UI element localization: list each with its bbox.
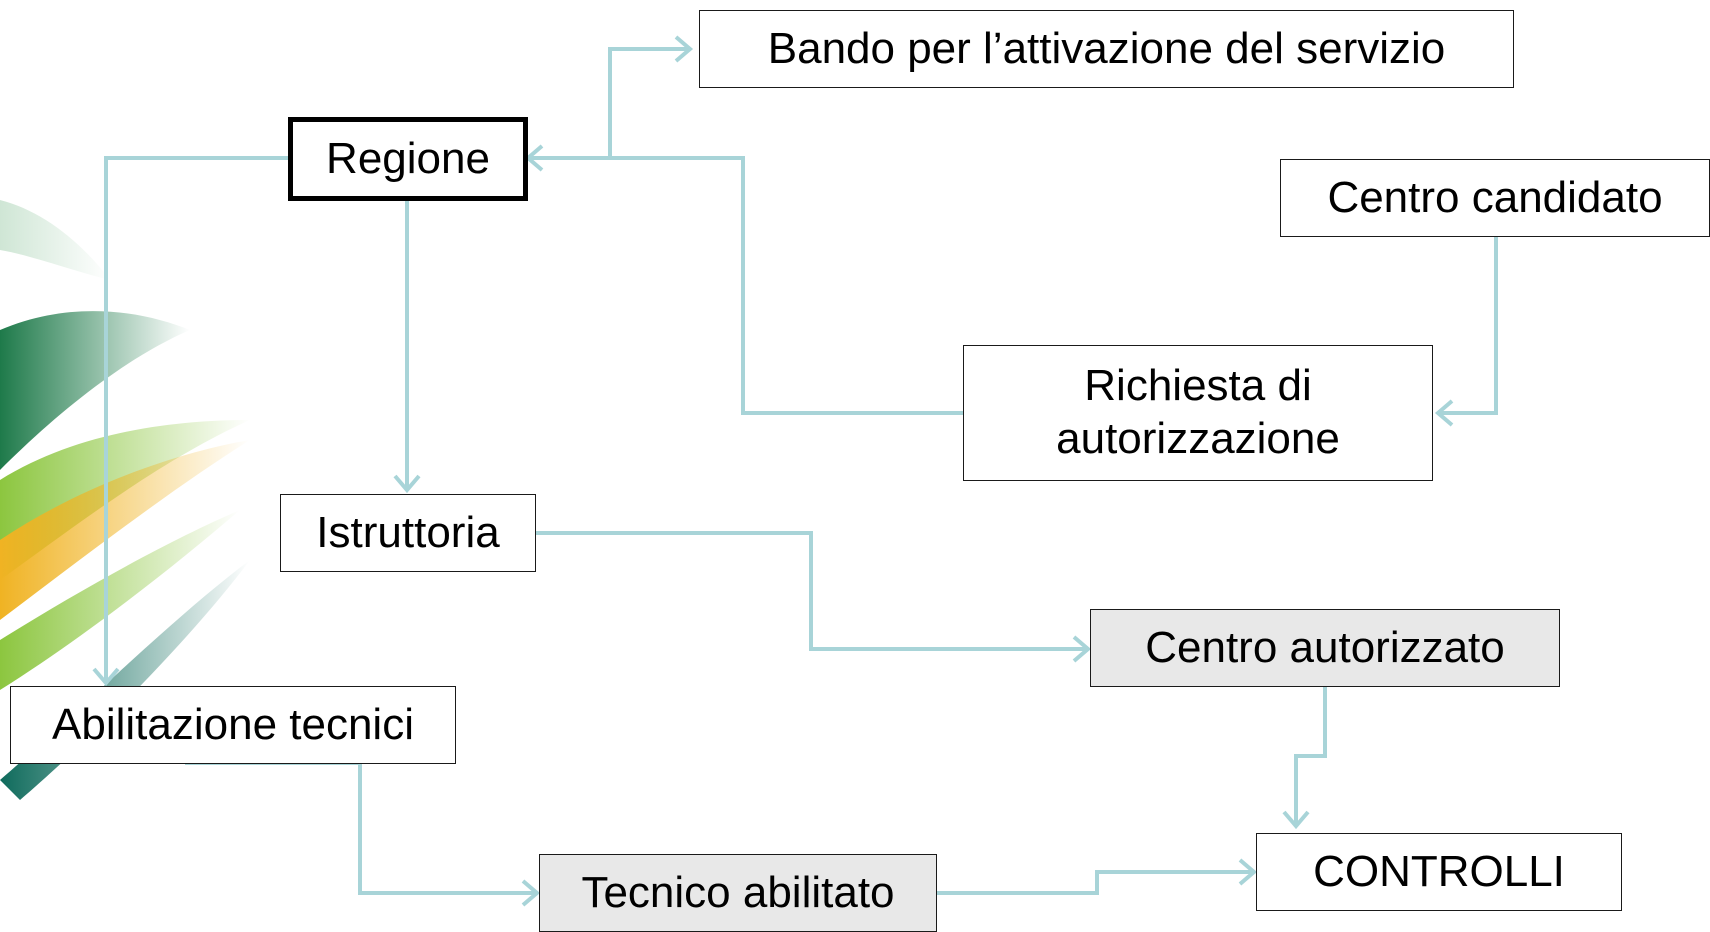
- node-abilitazione-tecnici: Abilitazione tecnici: [10, 686, 456, 764]
- edge-candidato-to-richiesta: [1438, 236, 1498, 415]
- arrowhead-abilitazione: [92, 667, 120, 687]
- swoosh-pale: [0, 200, 110, 280]
- arrowhead-controlli-top: [1282, 810, 1310, 830]
- arrowhead-istruttoria: [393, 474, 421, 494]
- swoosh-light-green: [0, 420, 250, 580]
- node-centro-autorizzato: Centro autorizzato: [1090, 609, 1560, 687]
- arrowhead-richiesta: [1434, 399, 1454, 427]
- swoosh-yellow: [0, 440, 250, 620]
- node-centro-candidato: Centro candidato: [1280, 159, 1710, 237]
- node-bando: Bando per l’attivazione del servizio: [699, 10, 1514, 88]
- arrowhead-controlli-left: [1238, 858, 1258, 886]
- swoosh-light-green-lower: [0, 510, 240, 690]
- edge-regione-to-abilitazione: [104, 156, 288, 683]
- node-controlli: CONTROLLI: [1256, 833, 1622, 911]
- arrowhead-bando: [674, 35, 694, 63]
- node-regione: Regione: [288, 117, 528, 201]
- node-tecnico-abilitato: Tecnico abilitato: [539, 854, 937, 932]
- swoosh-dark-green: [0, 311, 190, 470]
- node-richiesta-autorizzazione: Richiesta di autorizzazione: [963, 345, 1433, 481]
- node-istruttoria: Istruttoria: [280, 494, 536, 572]
- edge-istruttoria-to-autorizzato: [536, 531, 1088, 651]
- arrowhead-tecnico: [521, 879, 541, 907]
- arrowhead-regione: [524, 144, 544, 172]
- edge-regione-to-bando: [608, 47, 690, 158]
- edge-richiesta-to-regione: [528, 156, 963, 415]
- edge-autorizzato-to-controlli: [1294, 686, 1327, 826]
- arrowhead-autorizzato: [1072, 635, 1092, 663]
- edge-tecnico-to-controlli: [936, 870, 1254, 895]
- edge-abilitazione-to-tecnico: [185, 761, 537, 895]
